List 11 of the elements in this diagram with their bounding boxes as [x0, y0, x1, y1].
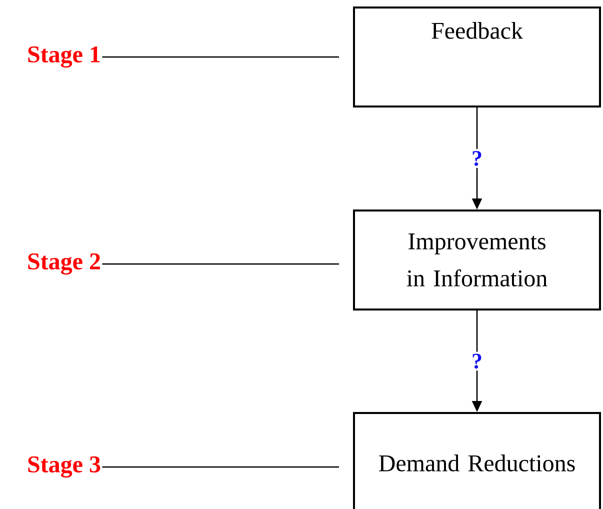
process-box: Improvements in Information: [353, 210, 601, 310]
edge-label: ?: [472, 151, 482, 166]
process-box: Demand Reductions: [353, 412, 601, 509]
connector-line: [102, 56, 339, 58]
process-box: Feedback: [353, 6, 601, 108]
edge-label: ?: [472, 354, 482, 369]
stage-label: Stage 3: [28, 456, 100, 478]
connector-line: [102, 466, 339, 468]
stage-label: Stage 2: [28, 253, 100, 275]
connector-line: [102, 263, 339, 265]
stage-label: Stage 1: [28, 46, 100, 68]
